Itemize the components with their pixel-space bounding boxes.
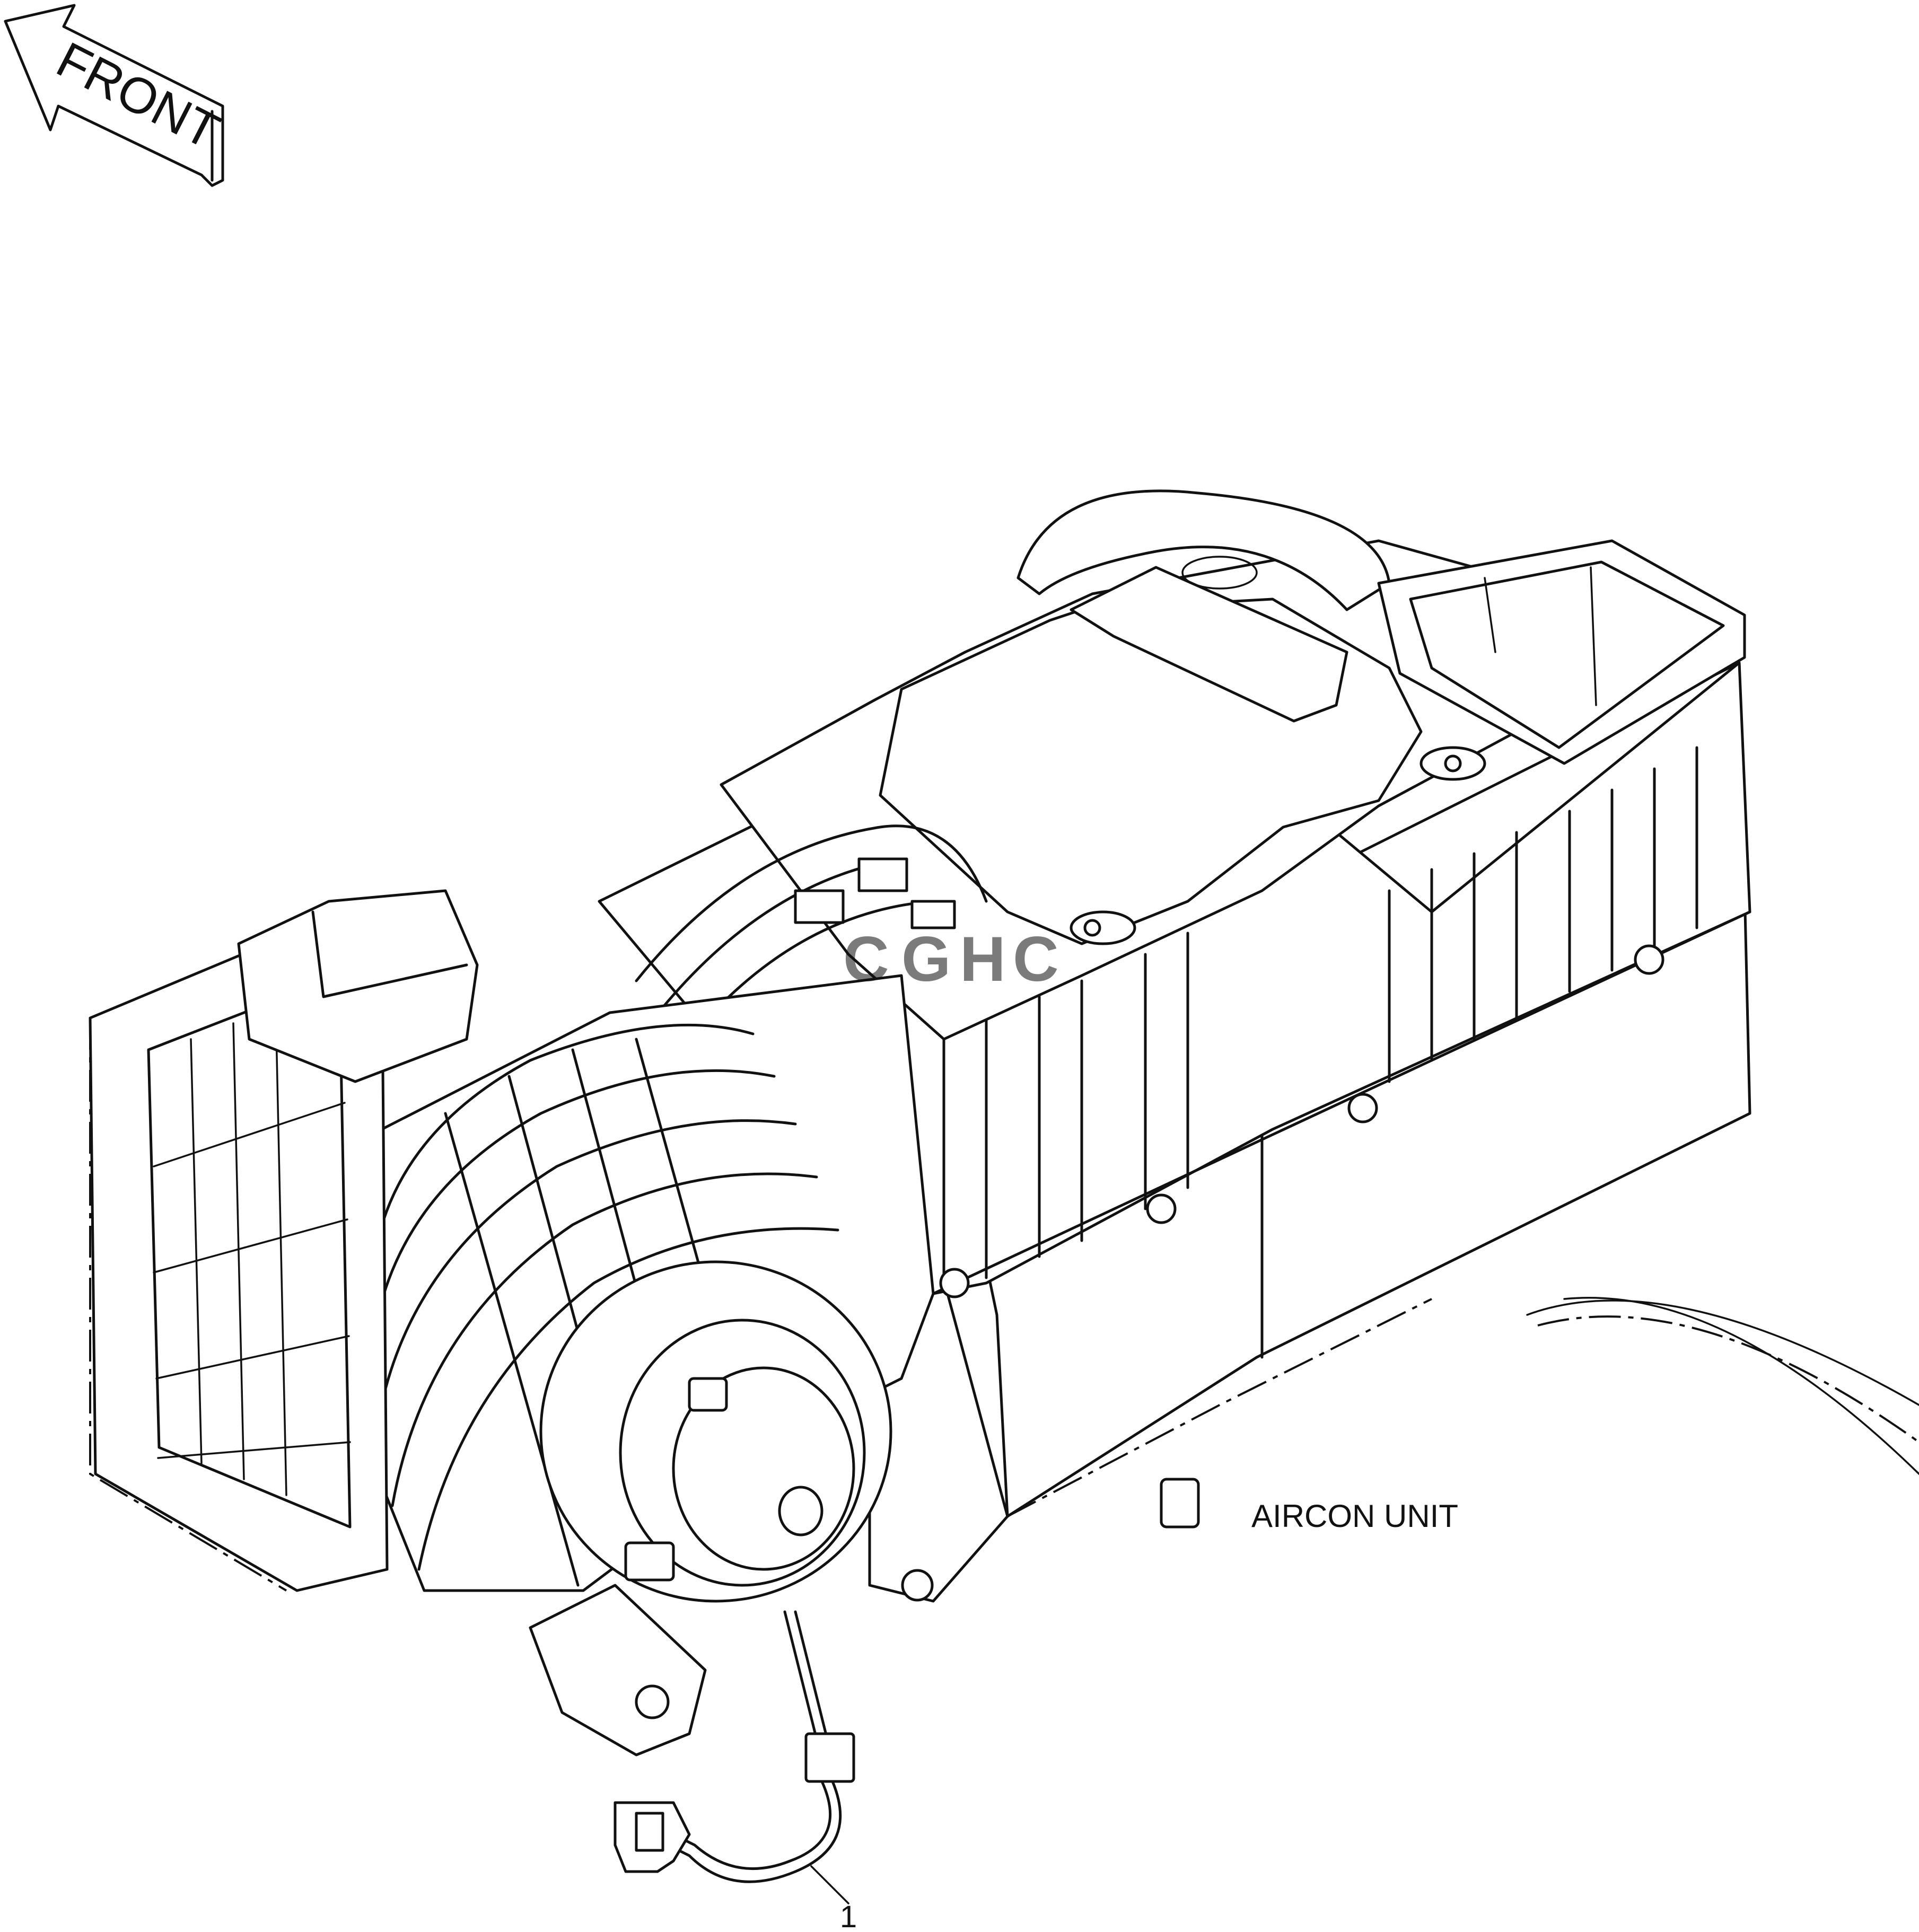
harness-part-1: [614, 1610, 855, 1883]
aircon-unit-drawing: [89, 489, 1919, 1904]
callout-1-leader: [810, 1865, 849, 1904]
front-direction-arrow: FRONT: [4, 4, 228, 187]
rear-round-hub: [1181, 556, 1258, 590]
watermark-logo: C G H C: [843, 924, 1059, 995]
drain-pipe: [1160, 1478, 1200, 1529]
blower-motor-cap: [672, 1366, 855, 1571]
case-screw-4: [1634, 944, 1664, 975]
bracket-bolt-2: [901, 1569, 934, 1602]
rear-round-housing: [1017, 489, 1391, 611]
duct-inner-edge: [1484, 577, 1496, 653]
intake-filter-grid: [153, 1006, 351, 1496]
control-module-edge: [311, 910, 468, 998]
upper-case-flange: [932, 910, 1751, 1295]
floor-guide-1: [1526, 1299, 1919, 1406]
front-arrow-outline: [4, 4, 224, 187]
duct-inner-edge-2: [1590, 566, 1597, 706]
blower-motor-tab-2: [624, 1541, 675, 1582]
control-module: [237, 889, 479, 1083]
top-cover-boss-hole: [1083, 919, 1101, 937]
top-cover-boss: [1070, 910, 1136, 945]
lower-case-hidden-edge: [1007, 1298, 1432, 1517]
callout-number-1: 1: [840, 1900, 857, 1932]
top-cover-boss-2-hole: [1444, 754, 1462, 772]
case-screw-3: [1347, 1093, 1378, 1123]
intake-hidden-edge: [89, 1018, 287, 1592]
blower-motor-shaft: [778, 1486, 823, 1536]
bracket-bolt: [635, 1684, 670, 1719]
harness-connector-upper: [804, 1732, 855, 1783]
case-screw-2: [1146, 1193, 1177, 1224]
top-cover-handle: [1070, 566, 1348, 723]
watermark-letter-c2: C: [1013, 924, 1059, 995]
harness-connector-lower-latch: [635, 1812, 664, 1852]
connector-small-3: [910, 900, 956, 929]
mount-bracket-foot: [529, 1584, 707, 1757]
floor-guide-2: [1563, 1296, 1919, 1475]
floor-guide-3: [1537, 1315, 1919, 1443]
watermark-letter-g: G: [901, 924, 951, 995]
watermark-letter-h: H: [960, 924, 1006, 995]
assembly-label-aircon-unit: AIRCON UNIT: [1251, 1498, 1458, 1534]
watermark-letter-c1: C: [843, 924, 889, 995]
connector-small-1: [857, 857, 908, 892]
upper-case-ribs: [942, 746, 1698, 1290]
case-screw-1: [939, 1268, 970, 1298]
connector-small-2: [794, 889, 845, 924]
blower-motor-tab: [688, 1377, 728, 1412]
